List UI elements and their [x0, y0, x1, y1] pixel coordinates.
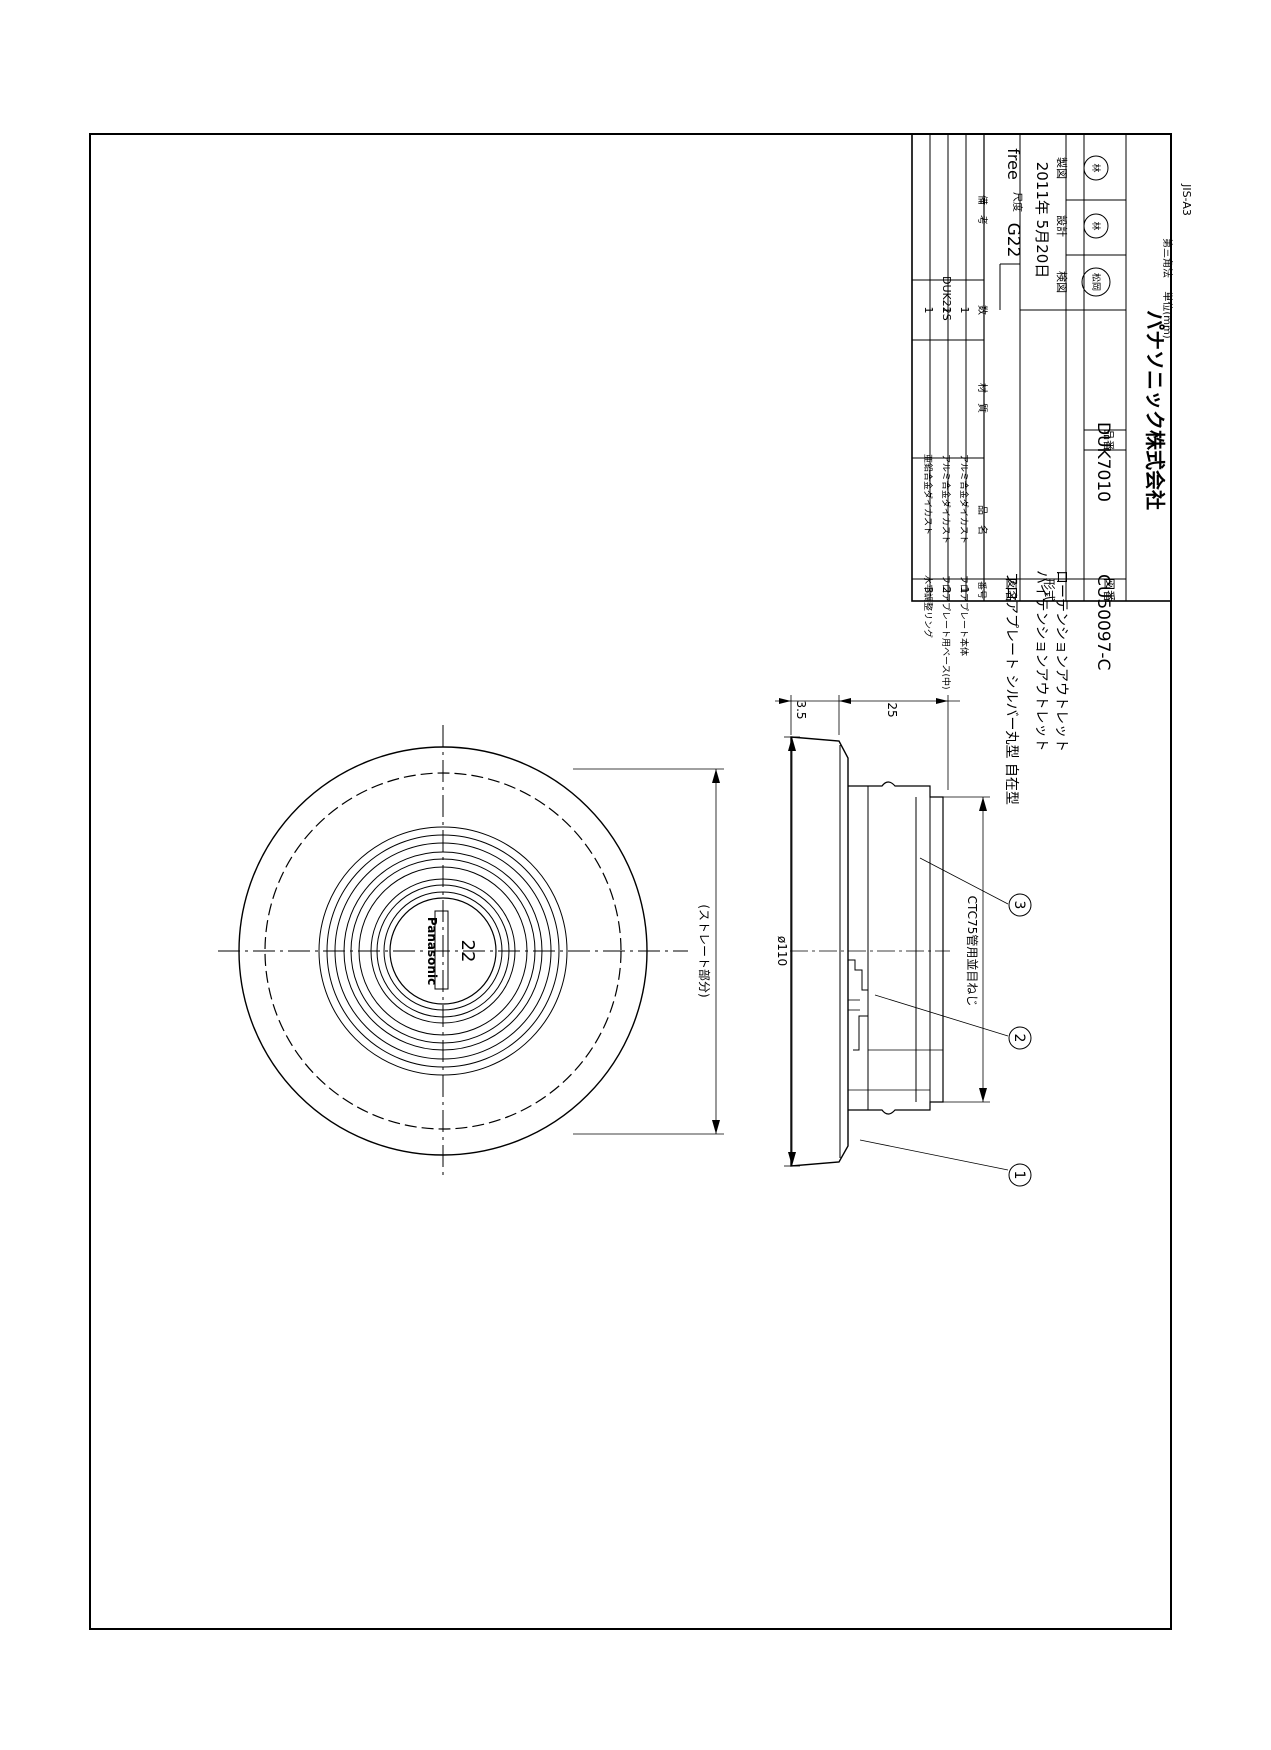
stamp-draft: 林	[1083, 155, 1109, 181]
scale-value: free	[1004, 148, 1023, 180]
svg-text:アルミ合金ダイカスト: アルミ合金ダイカスト	[958, 454, 970, 544]
type-line-1: ハイテンションアウトレット	[1033, 570, 1049, 751]
parts-row-1: 1 フロアプレート本体 アルミ合金ダイカスト 1	[958, 307, 971, 657]
drawing-no-label: 図番	[1102, 578, 1116, 602]
front-center-label: 22	[457, 940, 478, 963]
svg-text:3: 3	[1011, 901, 1027, 910]
svg-text:1: 1	[940, 307, 953, 314]
drawing-name: フロアプレート シルバー丸型 自在型	[1003, 572, 1019, 805]
approval-label-check: 検図	[1055, 271, 1069, 293]
header-qty: 数	[976, 305, 989, 315]
header-no: 番号	[976, 581, 988, 599]
svg-text:亜鉛合金ダイカスト: 亜鉛合金ダイカスト	[922, 454, 934, 535]
svg-text:2: 2	[940, 587, 953, 594]
type-label: 形式	[1042, 578, 1056, 602]
svg-text:林: 林	[1090, 221, 1102, 230]
front-logo: Panasonic	[425, 917, 439, 985]
unit-note: 単位(mm)	[1161, 291, 1174, 338]
approval-label-design: 設計	[1055, 215, 1069, 237]
stamp-design: 林	[1083, 213, 1109, 239]
side-view: 3.5 25 ø110 CTC75管用並目ねじ	[775, 695, 1032, 1187]
paper-size: JIS-A3	[1180, 183, 1193, 216]
svg-text:3: 3	[922, 587, 935, 594]
dim-diameter: ø110	[775, 936, 789, 966]
svg-text:水平調整リング: 水平調整リング	[922, 575, 934, 638]
svg-text:DUK22S: DUK22S	[940, 276, 953, 321]
header-material: 材 質	[976, 383, 989, 413]
header-name: 品 名	[976, 505, 989, 535]
svg-text:2: 2	[1011, 1034, 1027, 1043]
svg-text:アルミ合金ダイカスト: アルミ合金ダイカスト	[940, 454, 952, 544]
svg-text:林: 林	[1090, 163, 1102, 172]
balloon-3: 3	[1008, 893, 1032, 917]
drawing-date: 2011年 5月20日	[1033, 162, 1051, 279]
stamp-check: 松岡	[1081, 267, 1111, 297]
projection-note: 第三角法	[1161, 238, 1174, 278]
drawing-border	[89, 133, 1172, 1630]
model-code: G22	[1003, 223, 1023, 258]
svg-text:1: 1	[958, 587, 971, 594]
straight-part-dimension: (ストレート部分)	[697, 904, 712, 997]
dim-height: 25	[885, 702, 899, 717]
svg-text:フロアプレート本体: フロアプレート本体	[958, 575, 970, 656]
svg-text:フロアプレート用ベース(中): フロアプレート用ベース(中)	[940, 575, 952, 690]
product-no-label: 品番	[1102, 429, 1115, 451]
drawing-no: CU50097-C	[1093, 574, 1113, 670]
svg-text:1: 1	[1011, 1171, 1027, 1180]
company-name: パナソニック株式会社	[1143, 310, 1167, 510]
svg-text:1: 1	[958, 307, 971, 314]
type-line-2: ローテンションアウトレット	[1053, 570, 1069, 752]
drawing-name-label: 図名	[1004, 578, 1019, 602]
parts-row-3: 3 水平調整リング 亜鉛合金ダイカスト 1	[922, 307, 935, 639]
header-remarks: 備 考	[976, 195, 989, 225]
title-block: 番号 品 名 材 質 数 備 考 3 水平調整リング 亜鉛合金ダイカスト 1 2…	[911, 133, 1174, 805]
scale-label: 尺度	[1011, 192, 1024, 212]
balloon-2: 2	[1008, 1026, 1032, 1050]
dim-thread: CTC75管用並目ねじ	[965, 896, 980, 1007]
svg-text:1: 1	[922, 307, 935, 314]
product-no: DUK7010	[1093, 422, 1113, 502]
dim-top-thickness: 3.5	[794, 700, 808, 719]
parts-row-2: 2 フロアプレート用ベース(中) アルミ合金ダイカスト 1 DUK22S	[940, 276, 953, 690]
balloon-1: 1	[1008, 1163, 1032, 1187]
front-view: Panasonic 22 (ストレート部分)	[218, 725, 724, 1178]
svg-text:松岡: 松岡	[1090, 273, 1102, 291]
approval-label-draft: 製図	[1055, 157, 1069, 179]
